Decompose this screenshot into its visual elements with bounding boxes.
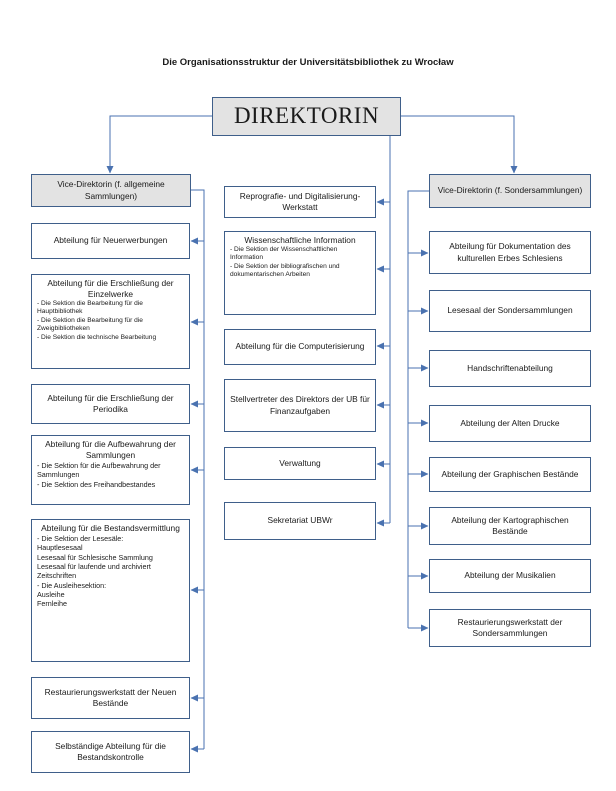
vice-director-special-box: Vice-Direktorin (f. Sondersammlungen) [429,174,591,208]
section-item: - Die Sektion für die Aufbewahrung der S… [37,460,161,480]
left-unit-label: Abteilung für die Erschließung der Einze… [47,278,174,299]
middle-unit-label: Stellvertreter des Direktors der UB für … [230,394,370,416]
section-item: Ausleihe [37,590,65,600]
section-item: - Die Sektion die Bearbeitung für die Ha… [37,299,143,316]
right-unit-label: Abteilung der Alten Drucke [460,417,560,428]
section-item: Fernleihe [37,599,67,609]
middle-unit-label: Reprografie- und Digitalisierung-Werksta… [239,190,361,212]
section-item: - Die Sektion der bibliografischen und d… [230,262,340,279]
middle-unit-label: Wissenschaftliche Information [244,235,356,245]
right-trunk-line [407,190,429,628]
left-unit-sections: - Die Sektion für die Aufbewahrung der S… [37,461,184,489]
middle-unit-label: Abteilung für die Computerisierung [235,341,365,352]
left-unit-box: Abteilung für die Erschließung der Perio… [31,384,190,424]
left-unit-label: Abteilung für die Erschließung der Perio… [47,392,174,414]
right-unit-box: Lesesaal der Sondersammlungen [429,290,591,332]
left-unit-box: Abteilung für Neuerwerbungen [31,223,190,259]
connector-director-to-left-vice [106,115,212,174]
left-unit-label: Abteilung für Neuerwerbungen [53,235,168,246]
left-unit-label: Abteilung für die Bestandsvermittlung [41,523,180,533]
director-label: DIREKTORIN [233,103,380,129]
right-unit-box: Abteilung der Kartographischen Bestände [429,507,591,545]
left-unit-label: Selbständige Abteilung für die Bestandsk… [55,740,166,762]
right-unit-label: Abteilung der Graphischen Bestände [441,468,579,479]
section-item: - Die Ausleihesektion: [37,580,107,590]
section-item: Lesesaal für laufende und archiviert Zei… [37,562,151,581]
right-unit-box: Restaurierungswerkstatt der Sondersammlu… [429,609,591,647]
middle-unit-box: Stellvertreter des Direktors der UB für … [224,379,376,432]
connector-director-to-right-vice [401,115,518,174]
left-unit-box: Abteilung für die Bestandsvermittlung - … [31,519,190,662]
middle-unit-box: Verwaltung [224,447,376,480]
section-item: Lesesaal für Schlesische Sammlung [37,552,153,562]
section-item: - Die Sektion die technische Bearbeitung [37,333,157,341]
left-unit-sections: - Die Sektion die Bearbeitung für die Ha… [37,300,184,342]
vice-director-general-label: Vice-Direktorin (f. allgemeine Sammlunge… [57,179,165,201]
right-unit-label: Restaurierungswerkstatt der Sondersammlu… [457,616,563,638]
left-unit-box: Restaurierungswerkstatt der Neuen Bestän… [31,677,190,719]
section-item: Hauptlesesaal [37,543,83,553]
left-unit-sections: - Die Sektion der Lesesäle: Hauptlesesaa… [37,534,184,609]
middle-unit-label: Sekretariat UBWr [267,515,333,526]
chart-title: Die Organisationsstruktur der Universitä… [162,57,454,68]
section-item: - Die Sektion die Bearbeitung für die Zw… [37,316,143,333]
section-item: - Die Sektion des Freihandbestandes [37,479,156,489]
left-unit-box: Abteilung für die Erschließung der Einze… [31,274,190,369]
left-unit-label: Restaurierungswerkstatt der Neuen Bestän… [44,686,177,708]
left-unit-box: Abteilung für die Aufbewahrung der Samml… [31,435,190,505]
director-box: DIREKTORIN [212,97,401,136]
right-unit-label: Abteilung der Kartographischen Bestände [451,514,569,536]
right-unit-label: Abteilung für Dokumentation des kulturel… [449,241,571,263]
section-item: - Die Sektion der Lesesäle: [37,533,124,543]
vice-director-special-label: Vice-Direktorin (f. Sondersammlungen) [437,185,583,196]
middle-unit-box: Wissenschaftliche Information - Die Sekt… [224,231,376,315]
right-unit-box: Handschriftenabteilung [429,350,591,387]
right-unit-box: Abteilung der Graphischen Bestände [429,457,591,492]
right-unit-box: Abteilung für Dokumentation des kulturel… [429,231,591,274]
middle-unit-sections: - Die Sektion der Wissenschaftlichen Inf… [230,246,370,280]
right-unit-box: Abteilung der Musikalien [429,559,591,593]
right-unit-label: Handschriftenabteilung [467,362,553,373]
vice-director-general-box: Vice-Direktorin (f. allgemeine Sammlunge… [31,174,191,207]
middle-unit-label: Verwaltung [279,457,321,468]
left-unit-label: Abteilung für die Aufbewahrung der Samml… [45,439,176,460]
right-unit-label: Lesesaal der Sondersammlungen [447,305,573,316]
middle-unit-box: Sekretariat UBWr [224,502,376,540]
left-trunk-line [191,189,205,749]
middle-unit-box: Reprografie- und Digitalisierung-Werksta… [224,186,376,218]
left-unit-box: Selbständige Abteilung für die Bestandsk… [31,731,190,773]
middle-unit-box: Abteilung für die Computerisierung [224,329,376,365]
section-item: - Die Sektion der Wissenschaftlichen Inf… [230,245,338,262]
right-unit-label: Abteilung der Musikalien [464,570,556,581]
right-unit-box: Abteilung der Alten Drucke [429,405,591,442]
